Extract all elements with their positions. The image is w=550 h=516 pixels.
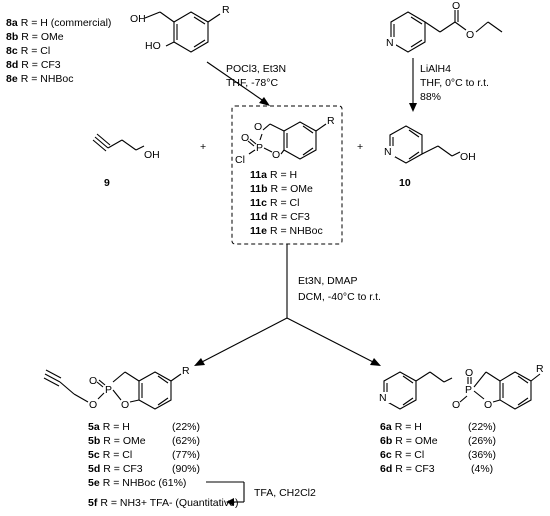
product-5-po-o: O [89,375,97,387]
svg-text:(90%): (90%) [172,463,200,475]
product-5-r: R [182,365,190,377]
compound-9-label: 9 [104,177,110,189]
step1-conditions: THF, -78°C [226,77,278,89]
product-5-structure: R P O O O [43,365,190,411]
svg-text:5fR = NH3+ TFA- (Quantitative): 5fR = NH3+ TFA- (Quantitative) [88,497,238,509]
product-6-r: R [536,363,544,375]
svg-text:(22%): (22%) [172,421,200,433]
arrow-5e-to-5f: TFA, CH2Cl2 [206,481,316,506]
svg-text:6dR = CF3: 6dR = CF3 [380,463,435,475]
compound-9-oh: OH [144,149,160,161]
svg-text:5bR = OMe: 5bR = OMe [88,435,146,447]
svg-text:(4%): (4%) [471,463,493,475]
product-5-ester-o: O [89,399,97,411]
carbonyl-o-label: O [452,0,460,12]
lialh4-reagent: LiAlH4 [420,63,451,75]
step2-reagents: Et3N, DMAP [298,275,358,287]
product-6-p: P [465,384,472,396]
compound-10-label: 10 [399,177,411,189]
compound-11-ring-o-bottom: O [272,149,280,161]
compound-10-structure: N OH 10 [384,125,476,189]
svg-text:5dR = CF3: 5dR = CF3 [88,463,143,475]
svg-text:5cR = Cl: 5cR = Cl [88,449,132,461]
step2-conditions: DCM, -40°C to r.t. [298,291,381,303]
product-6-ester-o: O [452,399,460,411]
product-6-ring-o: O [484,399,492,411]
svg-text:5aR = H: 5aR = H [88,421,130,433]
svg-text:8aR = H (commercial): 8aR = H (commercial) [6,17,111,29]
oh-label: OH [130,13,146,25]
compound-11-ring-o-top: O [254,121,262,133]
svg-text:8cR = Cl: 8cR = Cl [6,45,50,57]
compound-11-structure: R O P O O Cl [235,115,335,166]
compound-11-p: P [256,142,263,154]
svg-text:(26%): (26%) [468,435,496,447]
ethyl-pyridylacetate-structure: N O O [386,0,503,53]
svg-text:(62%): (62%) [172,435,200,447]
svg-text:5eR = NHBoc (61%): 5eR = NHBoc (61%) [88,477,186,489]
product-6-structure: N O P O O R [379,363,544,411]
product-5-p: P [105,384,112,396]
compound-11-cl: Cl [235,154,245,166]
r-group-label: R [222,4,230,16]
compound-8-structure: R OH HO [130,4,230,53]
ho-label: HO [145,40,161,52]
lialh4-yield: 88% [420,91,441,103]
svg-text:8bR = OMe: 8bR = OMe [6,31,64,43]
arrow-split: Et3N, DMAP DCM, -40°C to r.t. [194,244,381,366]
plus-sign-left: + [200,141,206,153]
step3-reagents: TFA, CH2Cl2 [254,487,316,499]
ester-o-label: O [466,29,474,41]
arrow-lialh4: LiAlH4 THF, 0°C to r.t. 88% [409,58,489,112]
svg-text:6bR = OMe: 6bR = OMe [380,435,438,447]
compound-10-oh: OH [460,151,476,163]
compound-11-r: R [327,115,335,127]
compound-10-n: N [384,146,392,158]
product-5-ring-o: O [121,399,129,411]
compound-11-po-o: O [241,132,249,144]
svg-text:(36%): (36%) [468,449,496,461]
svg-text:6cR = Cl: 6cR = Cl [380,449,424,461]
compound-9-structure: OH 9 [92,133,160,189]
svg-text:8dR = CF3: 8dR = CF3 [6,59,61,71]
lialh4-conditions: THF, 0°C to r.t. [420,77,489,89]
arrow-8-to-11: POCl3, Et3N THF, -78°C [206,61,286,106]
plus-sign-right: + [357,141,363,153]
svg-text:6aR = H: 6aR = H [380,421,422,433]
svg-text:(22%): (22%) [468,421,496,433]
step1-reagents: POCl3, Et3N [226,63,286,75]
svg-text:8eR = NHBoc: 8eR = NHBoc [6,73,74,85]
product-6-n: N [379,392,387,404]
product-6-po-o: O [465,367,473,379]
svg-text:(77%): (77%) [172,449,200,461]
pyridine-n-label: N [386,37,394,49]
